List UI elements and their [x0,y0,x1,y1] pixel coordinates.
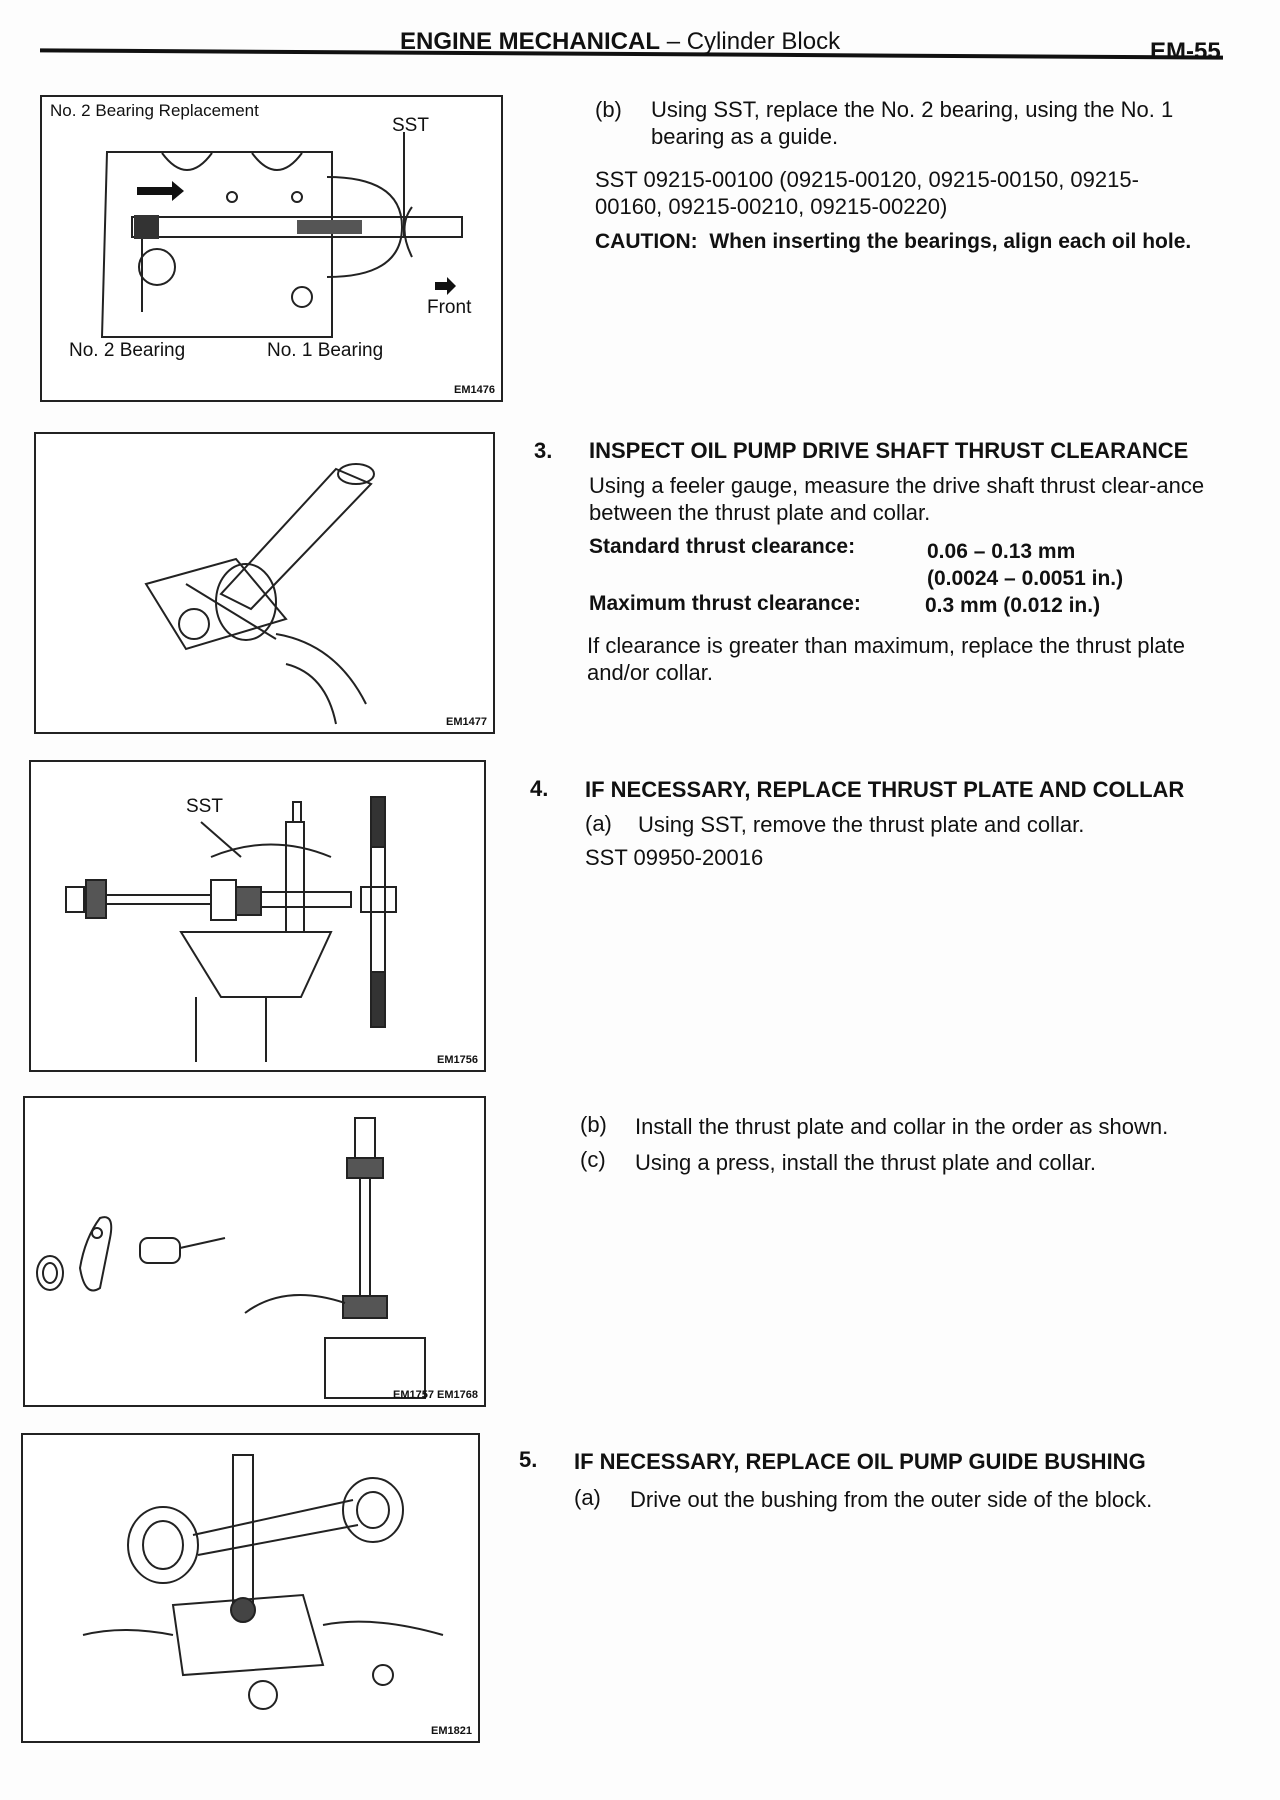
dash: – [666,28,681,55]
step-4-number: 4. [530,776,549,801]
figure-code: EM1821 [431,1725,472,1737]
step-4c-text: Using a press, install the thrust plate … [635,1150,1097,1175]
label-front: Front [427,297,472,318]
figure-code: EM1756 [437,1054,478,1066]
step-3-number: 3. [534,438,553,463]
std-clearance-in: (0.0024 – 0.0051 in.) [927,567,1124,590]
step-3-note: If clearance is greater than maximum, re… [587,633,1185,685]
page-number: EM-55 [1150,38,1221,65]
caution-label: CAUTION: [595,230,698,253]
max-clearance-label: Maximum thrust clearance: [589,592,861,615]
subsection-title: Cylinder Block [686,28,841,55]
step-4a-text: Using SST, remove the thrust plate and c… [638,812,1085,837]
sst-puller-drawing [65,796,397,1062]
step-2b-text: Using SST, replace the No. 2 bearing, us… [651,97,1174,149]
step-5-number: 5. [519,1447,538,1472]
figure-title: No. 2 Bearing Replacement [50,101,259,120]
step-5a-text: Drive out the bushing from the outer sid… [630,1487,1153,1512]
figure-press-install: EM1757 EM1768 [23,1096,486,1407]
std-clearance-label: Standard thrust clearance: [589,535,856,558]
step-2b-sst: SST 09215-00100 (09215-00120, 09215-0015… [595,167,1139,219]
caution-text: When inserting the bearings, align each … [709,230,1192,253]
figure-code: EM1477 [446,716,487,728]
std-clearance-mm: 0.06 – 0.13 mm [927,540,1076,563]
label-sst: SST [392,115,429,136]
step-4c-marker: (c) [580,1147,606,1172]
step-2b-caution: CAUTION: When inserting the bearings, al… [595,228,1230,255]
step-3-title: INSPECT OIL PUMP DRIVE SHAFT THRUST CLEA… [589,438,1189,463]
figure-guide-bushing: EM1821 [21,1433,480,1743]
figure-feeler-gauge: EM1477 [34,432,495,734]
label-sst: SST [186,796,223,817]
press-install-drawing [36,1117,426,1399]
step-4b-marker: (b) [580,1112,607,1137]
step-5a-marker: (a) [574,1485,601,1510]
figure-bearing-replacement: No. 2 Bearing Replacement SST Front No. … [40,95,503,402]
max-clearance-value: 0.3 mm (0.012 in.) [925,594,1101,617]
label-no2-bearing: No. 2 Bearing [69,340,186,361]
step-4b-text: Install the thrust plate and collar in t… [635,1114,1169,1139]
feeler-gauge-drawing [144,463,375,725]
bearing-replacement-drawing [100,132,463,338]
guide-bushing-drawing [82,1454,444,1710]
label-no1-bearing: No. 1 Bearing [267,340,384,361]
step-2b-marker: (b) [595,97,622,122]
figure-code: EM1757 EM1768 [393,1389,478,1401]
step-4-sst: SST 09950-20016 [585,845,764,870]
step-4a-marker: (a) [585,811,612,836]
figure-code: EM1476 [454,384,495,396]
step-4-title: IF NECESSARY, REPLACE THRUST PLATE AND C… [585,777,1185,802]
figure-sst-puller: SST EM1756 [29,760,486,1072]
step-3-text: Using a feeler gauge, measure the drive … [589,473,1205,525]
step-5-title: IF NECESSARY, REPLACE OIL PUMP GUIDE BUS… [574,1449,1146,1474]
